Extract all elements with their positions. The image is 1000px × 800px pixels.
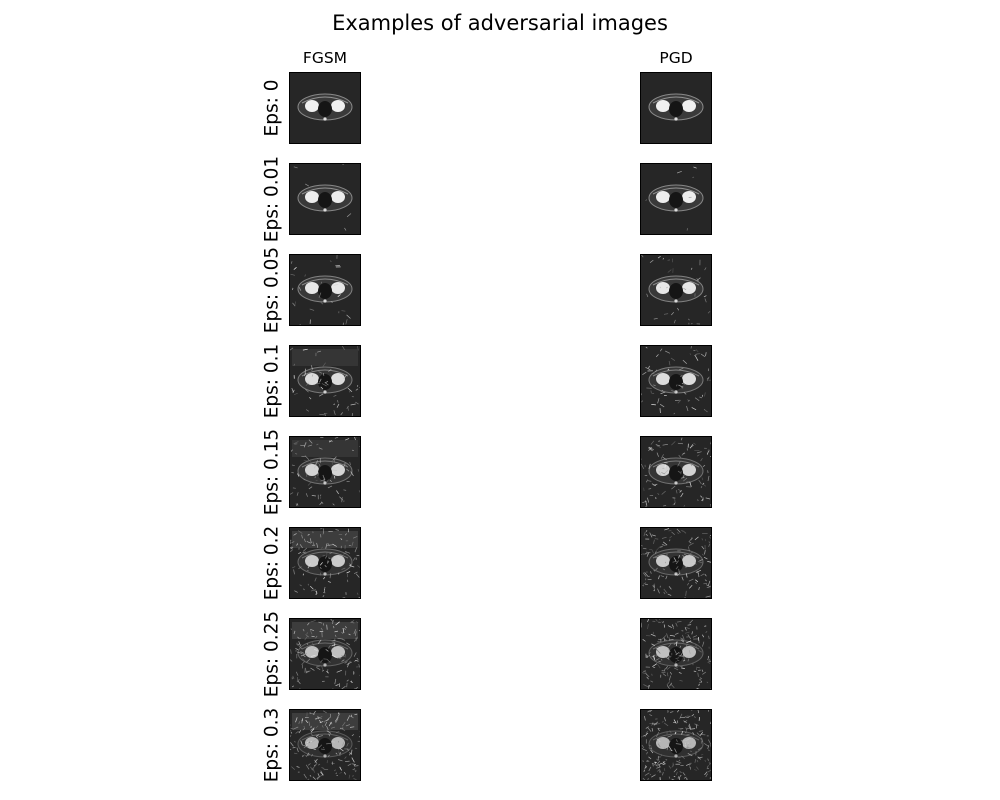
adversarial-image — [641, 619, 711, 689]
row-label: Eps: 0.2 — [261, 525, 283, 601]
column-header-pgd: PGD — [659, 49, 693, 67]
fgsm-image-tile — [289, 709, 361, 781]
pgd-image-tile — [640, 72, 712, 144]
column-header-fgsm: FGSM — [302, 49, 348, 67]
adversarial-image — [641, 710, 711, 780]
fgsm-image-tile — [289, 436, 361, 508]
adversarial-image — [290, 73, 360, 143]
pgd-image-tile — [640, 527, 712, 599]
row-label: Eps: 0.05 — [261, 246, 283, 334]
adversarial-image — [641, 437, 711, 507]
row-label: Eps: 0.1 — [261, 343, 283, 419]
row-label: Eps: 0 — [261, 79, 283, 137]
adversarial-image — [641, 164, 711, 234]
pgd-image-tile — [640, 618, 712, 690]
pgd-image-tile — [640, 436, 712, 508]
adversarial-image — [290, 346, 360, 416]
fgsm-image-tile — [289, 254, 361, 326]
figure-title: Examples of adversarial images — [332, 11, 668, 35]
fgsm-image-tile — [289, 72, 361, 144]
pgd-image-tile — [640, 163, 712, 235]
adversarial-image — [641, 346, 711, 416]
adversarial-image — [290, 164, 360, 234]
fgsm-image-tile — [289, 527, 361, 599]
adversarial-image — [290, 255, 360, 325]
adversarial-image — [290, 619, 360, 689]
adversarial-image — [641, 255, 711, 325]
fgsm-image-tile — [289, 618, 361, 690]
row-label: Eps: 0.25 — [261, 610, 283, 698]
adversarial-image — [641, 528, 711, 598]
pgd-image-tile — [640, 345, 712, 417]
adversarial-image — [290, 437, 360, 507]
adversarial-image — [641, 73, 711, 143]
adversarial-image — [290, 710, 360, 780]
fgsm-image-tile — [289, 163, 361, 235]
fgsm-image-tile — [289, 345, 361, 417]
adversarial-image — [290, 528, 360, 598]
row-label: Eps: 0.15 — [261, 428, 283, 516]
row-label: Eps: 0.3 — [261, 707, 283, 783]
pgd-image-tile — [640, 254, 712, 326]
pgd-image-tile — [640, 709, 712, 781]
row-label: Eps: 0.01 — [261, 155, 283, 243]
